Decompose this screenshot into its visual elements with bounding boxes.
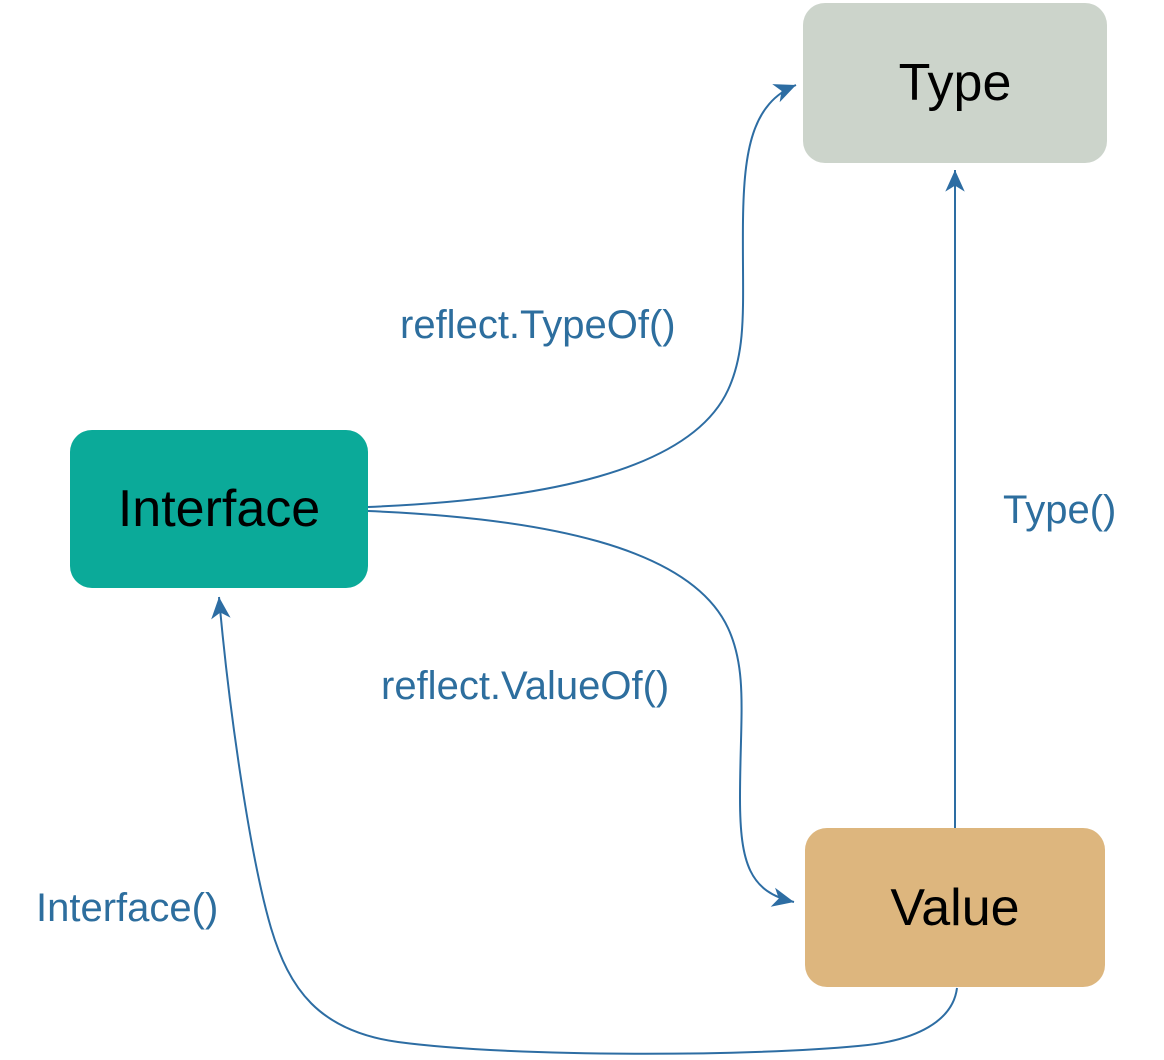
edge-interface-method-arrow bbox=[211, 596, 958, 1055]
edge-label-reflect-valueof: reflect.ValueOf() bbox=[381, 664, 670, 708]
node-type: Type bbox=[803, 3, 1107, 163]
node-type-label: Type bbox=[898, 54, 1012, 112]
node-value: Value bbox=[805, 828, 1105, 987]
edge-label-reflect-typeof: reflect.TypeOf() bbox=[400, 303, 676, 347]
edge-reflect-valueof-arrow bbox=[367, 510, 795, 907]
edge-label-type-method: Type() bbox=[1003, 488, 1117, 532]
node-interface-label: Interface bbox=[117, 480, 321, 538]
node-value-label: Value bbox=[890, 878, 1020, 937]
edge-label-interface-method: Interface() bbox=[36, 886, 219, 930]
node-interface: Interface bbox=[70, 430, 368, 588]
edge-reflect-typeof-arrow bbox=[367, 84, 797, 508]
